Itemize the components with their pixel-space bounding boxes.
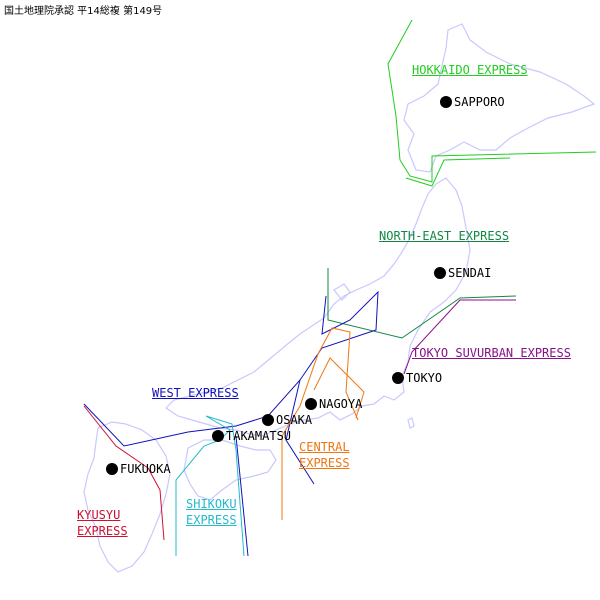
region-link-kyushu-line-1: KYUSYU [77,508,121,522]
city-label-tokyo: TOKYO [406,371,443,385]
fukuoka-marker-icon [106,463,118,475]
region-link-kyushu-express[interactable]: KYUSYU EXPRESS [77,507,128,539]
region-link-west-express[interactable]: WEST EXPRESS [152,385,239,401]
region-link-shikoku-line-2: EXPRESS [186,513,237,527]
tokyo-marker-icon [392,372,404,384]
city-label-sapporo: SAPPORO [454,95,505,109]
city-label-fukuoka: FUKUOKA [120,462,171,476]
north-east-express-lines [327,268,517,339]
region-link-central-line-1: CENTRAL [299,440,350,454]
takamatsu-marker-icon [212,430,224,442]
shikoku-landmass [183,439,277,501]
region-link-west-line-1: WEST EXPRESS [152,386,239,400]
city-label-nagoya: NAGOYA [319,397,363,411]
region-link-kyushu-line-2: EXPRESS [77,524,128,538]
kyushu-landmass [83,421,171,573]
copyright-notice: 国土地理院承認 平14総複 第149号 [4,6,163,17]
region-link-north-east-line-1: NORTH-EAST EXPRESS [379,229,510,243]
hokkaido-express-lines [387,19,597,187]
city-label-takamatsu: TAKAMATSU [226,429,292,443]
central-line-2 [313,357,365,419]
west-line-1 [83,290,379,447]
region-link-tokyo-suburban-express[interactable]: TOKYO SUVURBAN EXPRESS [412,345,571,361]
central-express-lines [281,327,365,520]
nagoya-marker-icon [305,398,317,410]
city-label-osaka: OSAKA [276,413,313,427]
kyushu-line-1 [83,405,165,541]
sado-island [333,283,351,301]
north-east-line-1 [327,268,517,339]
tokyo-suburban-line-1 [403,299,516,375]
region-link-shikoku-express[interactable]: SHIKOKU EXPRESS [186,496,237,528]
region-link-north-east-express[interactable]: NORTH-EAST EXPRESS [379,228,509,244]
west-express-lines [83,290,379,485]
region-link-shikoku-line-1: SHIKOKU [186,497,237,511]
kyushu-express-lines [83,405,165,541]
shikoku-express-lines [175,415,245,557]
hokkaido-line-1 [387,19,597,183]
city-label-sendai: SENDAI [448,266,492,280]
region-link-central-express[interactable]: CENTRAL EXPRESS [299,439,350,471]
west-line-3 [235,435,249,557]
region-link-tokyo-suburban-line-1: TOKYO SUVURBAN EXPRESS [412,346,571,360]
shikoku-line-1 [175,415,245,557]
osaka-marker-icon [262,414,274,426]
hokkaido-line-2 [405,157,511,187]
region-link-hokkaido-line-1: HOKKAIDO EXPRESS [412,63,528,77]
izu-island [407,417,415,429]
region-link-central-line-2: EXPRESS [299,456,350,470]
hokkaido-landmass [403,23,596,173]
region-link-hokkaido-express[interactable]: HOKKAIDO EXPRESS [412,62,528,78]
west-line-2 [285,379,315,485]
sendai-marker-icon [434,267,446,279]
central-line-1 [281,327,359,520]
tokyo-suburban-express-lines [403,299,516,375]
sapporo-marker-icon [440,96,452,108]
